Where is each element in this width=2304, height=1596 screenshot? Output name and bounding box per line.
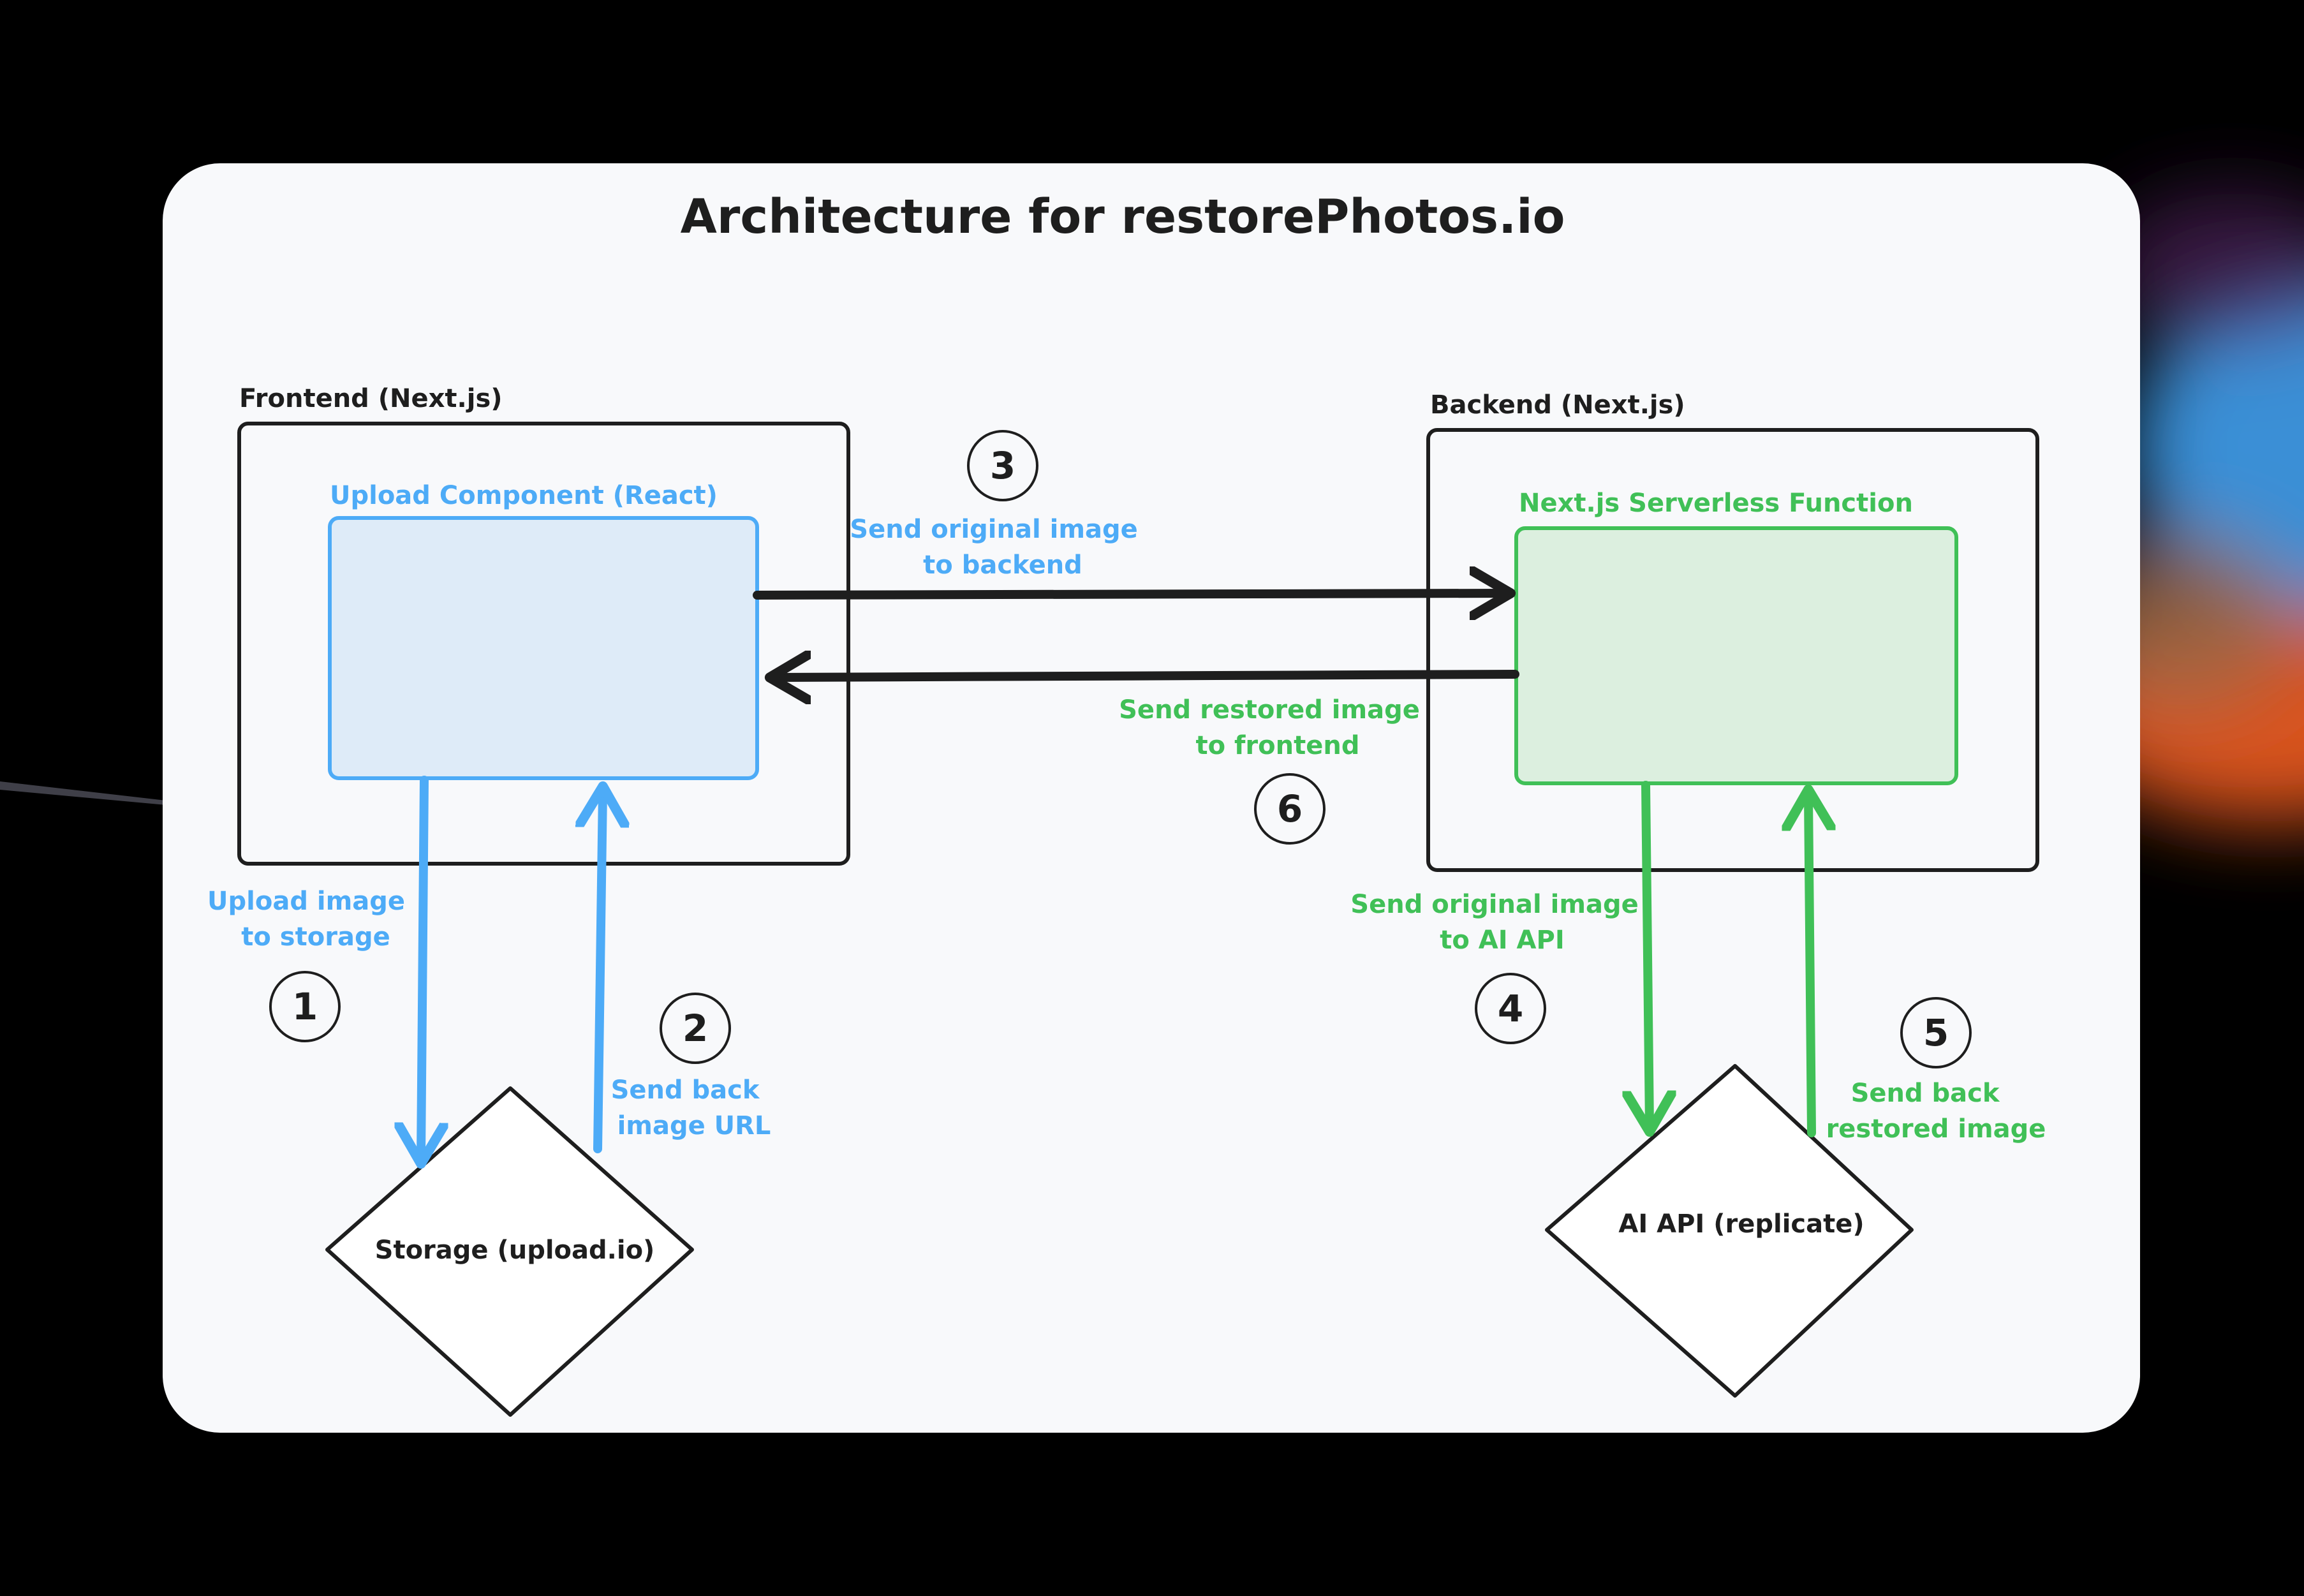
ai-api-node-label: AI API (replicate)	[1618, 1209, 1864, 1239]
step-badge-5: 5	[1900, 997, 1972, 1068]
step-4-label: Send original image to AI API	[1350, 890, 1647, 955]
storage-node	[325, 1086, 694, 1417]
arrow-step-2	[598, 792, 603, 1153]
diagram-title: Architecture for restorePhotos.io	[681, 189, 1565, 244]
step-6-label: Send restored image to frontend	[1119, 695, 1429, 760]
svg-text:2: 2	[683, 1007, 708, 1050]
arrow-step-1	[421, 776, 424, 1158]
step-1-label: Upload image to storage	[207, 887, 414, 952]
svg-text:4: 4	[1498, 987, 1523, 1030]
arrow-step-5	[1808, 795, 1812, 1137]
svg-text:3: 3	[990, 444, 1015, 487]
step-2-label: Send back image URL	[611, 1075, 771, 1141]
serverless-function	[1514, 526, 1958, 785]
backend-container	[1426, 428, 2039, 872]
step-badge-1: 1	[269, 971, 341, 1042]
ai-api-node	[1545, 1064, 1914, 1398]
diagram-card: Architecture for restorePhotos.io Fronte…	[163, 163, 2140, 1433]
arrow-step-6	[775, 674, 1519, 677]
svg-text:1: 1	[292, 985, 318, 1028]
svg-text:6: 6	[1277, 787, 1303, 831]
step-5-label: Send back restored image	[1826, 1079, 2046, 1144]
upload-component-label: Upload Component (React)	[330, 481, 718, 510]
backend-container-label: Backend (Next.js)	[1430, 390, 1685, 420]
light-streak	[0, 781, 166, 805]
step-badge-4: 4	[1475, 973, 1546, 1044]
upload-component	[328, 516, 759, 780]
step-badge-3: 3	[967, 430, 1038, 501]
storage-node-label: Storage (upload.io)	[375, 1236, 655, 1265]
step-badge-6: 6	[1254, 773, 1326, 845]
arrow-step-4	[1646, 781, 1650, 1127]
serverless-function-label: Next.js Serverless Function	[1519, 489, 1913, 518]
architecture-diagram: Architecture for restorePhotos.io Fronte…	[207, 189, 2046, 1417]
step-badge-2: 2	[660, 993, 731, 1064]
step-3-label: Send original image to backend	[850, 515, 1146, 580]
frontend-container-label: Frontend (Next.js)	[239, 384, 503, 413]
svg-text:5: 5	[1923, 1011, 1949, 1054]
frontend-container	[237, 422, 850, 866]
arrow-step-3	[753, 593, 1505, 595]
